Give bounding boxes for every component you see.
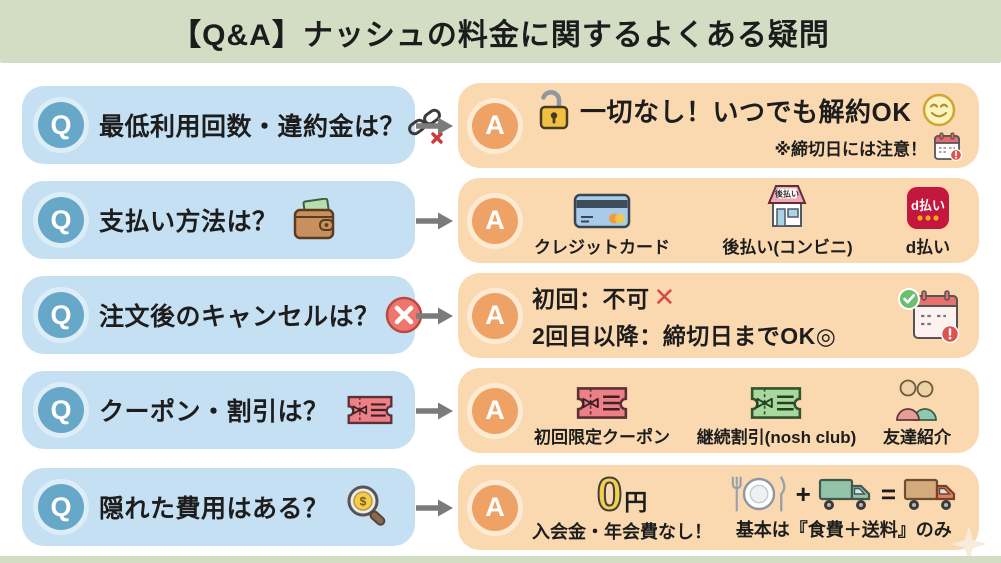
answer-content: 初回：不可✕ 2回目以降：締切日までOK◎ — [532, 280, 965, 351]
a-badge: A — [472, 387, 518, 434]
broken-link-icon — [407, 106, 447, 144]
q-badge: Q — [38, 387, 84, 433]
payment-item-credit-card: クレジットカード — [534, 181, 670, 258]
a-badge: A — [472, 197, 518, 244]
a-badge: A — [472, 292, 518, 339]
yen-suffix: 円 — [624, 489, 648, 515]
payment-label: クレジットカード — [534, 238, 670, 257]
coupon-green-icon — [748, 371, 804, 421]
plus-sign: + — [795, 478, 811, 509]
question-text: 注文後のキャンセルは？ — [99, 303, 380, 331]
answer-content: 0 円 入会金・年会費なし！ + — [532, 468, 965, 544]
q-badge: Q — [38, 197, 84, 243]
calendar-alert-icon — [933, 132, 963, 162]
arrow-icon — [416, 401, 454, 421]
discount-item-nosh-club: 継続割引(nosh club) — [696, 371, 857, 448]
q-badge: Q — [38, 292, 84, 338]
arrow-icon — [416, 116, 454, 136]
payment-item-dbarai: d払い d払い — [905, 181, 951, 258]
arrow-icon — [416, 306, 454, 326]
discount-label: 継続割引(nosh club) — [696, 428, 857, 447]
question-text: 隠れた費用はある？ — [99, 495, 329, 523]
discount-item-referral: 友達紹介 — [883, 371, 951, 448]
answer-text: 一切なし！いつでも解約OK — [580, 96, 912, 127]
zero-yen-group: 0 円 入会金・年会費なし！ — [532, 468, 712, 544]
discount-label: 友達紹介 — [882, 428, 951, 447]
question-text: 最低利用回数・違約金は？ — [99, 113, 406, 141]
a-box: A クレジットカード — [458, 178, 979, 263]
smiley-icon — [922, 93, 956, 127]
discount-item-first-coupon: 初回限定クーポン — [534, 371, 670, 448]
q-box: Q 支払い方法は？ — [22, 181, 415, 259]
payment-item-deferred: 後払い 後払い(コンビニ) — [722, 181, 853, 258]
dollar-glyph: $ — [359, 495, 366, 509]
answer-content: 一切なし！いつでも解約OK ※締切日には注意！ — [532, 89, 965, 162]
formula-label: 基本は『食費＋送料』のみ — [735, 520, 952, 540]
q-box: Q クーポン・割引は？ — [22, 371, 415, 449]
answer-line2: 2回目以降：締切日までOK◎ — [532, 323, 837, 349]
truck-green-icon — [818, 475, 874, 513]
discount-label: 初回限定クーポン — [534, 428, 670, 447]
cancel-icon — [384, 295, 424, 335]
qa-row-hidden-cost: Q 隠れた費用はある？ $ A 0 円 入会金・年会費なし！ — [0, 465, 1001, 562]
coupon-icon — [345, 394, 395, 426]
zero-label: 入会金・年会費なし！ — [532, 522, 712, 542]
store-sign-text: 後払い — [775, 189, 799, 199]
payment-methods: クレジットカード 後払い 後払い(コンビニ) — [532, 177, 965, 264]
q-badge: Q — [38, 102, 84, 148]
zero-yen: 0 — [596, 468, 624, 520]
friends-icon — [893, 371, 941, 421]
truck-orange-icon — [903, 475, 959, 513]
question-text: 支払い方法は？ — [99, 208, 278, 236]
calendar-check-icon — [897, 287, 961, 345]
coupon-red-icon — [574, 371, 630, 421]
a-box: A 0 円 入会金・年会費なし！ — [458, 465, 987, 562]
a-badge: A — [472, 102, 518, 149]
sparkle-icon — [951, 526, 987, 562]
arrow-icon — [416, 498, 454, 518]
answer-line1: 初回：不可 — [532, 286, 650, 312]
cross-mark: ✕ — [653, 281, 676, 312]
credit-card-icon — [573, 181, 631, 231]
a-box: A 初回限定クーポン — [458, 368, 979, 453]
a-badge: A — [472, 484, 518, 531]
page-title: 【Q&A】ナッシュの料金に関するよくある疑問 — [171, 18, 830, 52]
footer-band — [0, 556, 1001, 563]
a-box: A 初回：不可✕ 2回目以降：締切日までOK◎ — [458, 273, 979, 358]
discount-options: 初回限定クーポン 継続割引(nosh club) — [532, 367, 965, 454]
question-text: クーポン・割引は？ — [99, 398, 329, 426]
payment-label: d払い — [905, 238, 951, 257]
wallet-icon — [290, 198, 338, 242]
qa-row-cancellation-fee: Q 最低利用回数・違約金は？ A — [0, 83, 1001, 168]
qa-row-payment: Q 支払い方法は？ A — [0, 178, 1001, 263]
q-box: Q 最低利用回数・違約金は？ — [22, 86, 443, 164]
arrow-icon — [416, 211, 454, 231]
q-box: Q 注文後のキャンセルは？ — [22, 276, 422, 354]
deadline-note: ※締切日には注意！ — [774, 139, 927, 159]
lock-open-icon — [532, 89, 570, 131]
payment-label: 後払い(コンビニ) — [722, 238, 853, 257]
dbarai-icon: d払い — [905, 181, 951, 231]
magnifier-icon: $ — [345, 484, 391, 530]
equals-sign: = — [880, 478, 896, 509]
q-badge: Q — [38, 484, 84, 530]
plate-icon — [729, 473, 789, 515]
formula-group: + = — [729, 473, 959, 542]
a-box: A 一切なし！いつでも解約OK — [458, 83, 979, 168]
qa-row-cancel: Q 注文後のキャンセルは？ A 初回：不可✕ 2回目以降：締切日までOK◎ — [0, 273, 1001, 358]
qa-row-coupon: Q クーポン・割引は？ A — [0, 368, 1001, 453]
dbarai-logo-text: d払い — [911, 198, 945, 213]
q-box: Q 隠れた費用はある？ $ — [22, 468, 415, 546]
header-band: 【Q&A】ナッシュの料金に関するよくある疑問 — [0, 0, 1001, 63]
store-icon: 後払い — [760, 181, 814, 231]
